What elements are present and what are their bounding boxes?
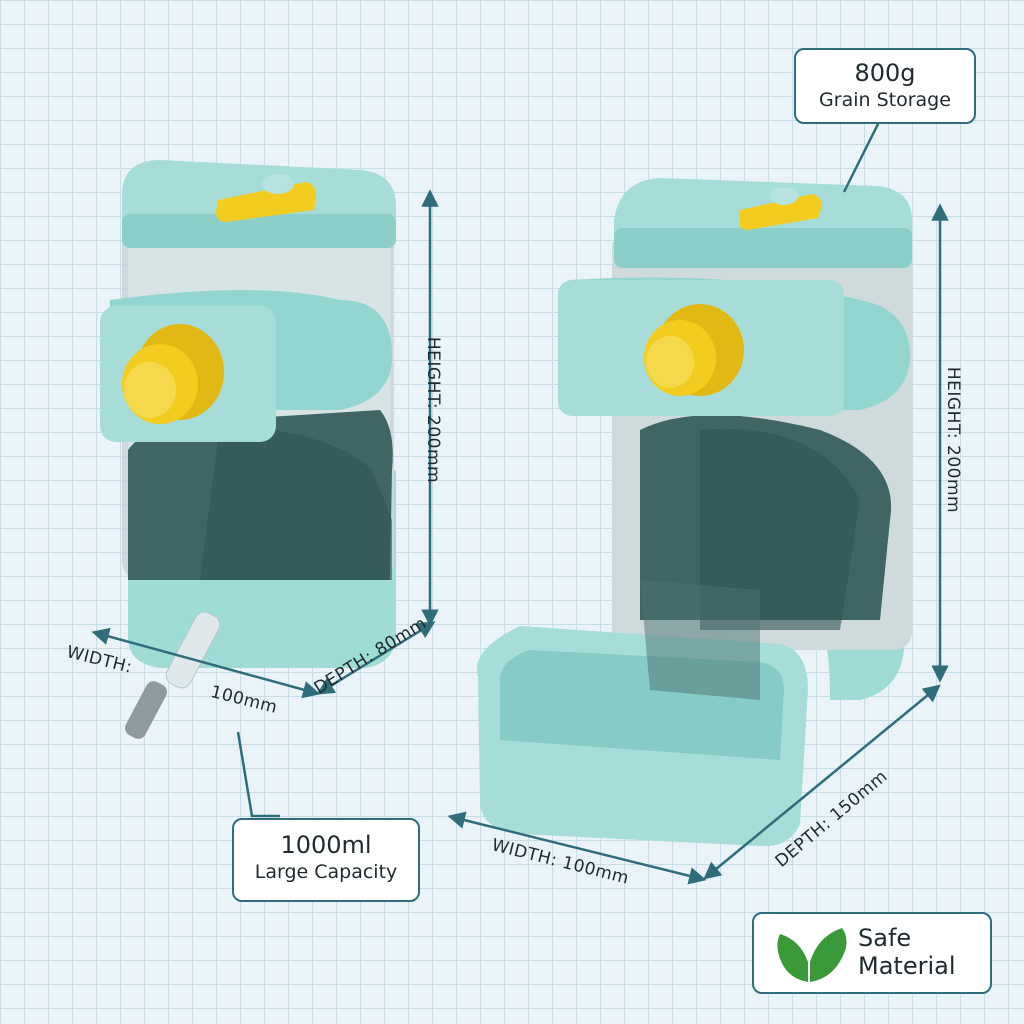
- dimension-lines: [91, 118, 949, 885]
- right-feeder: [476, 178, 912, 847]
- safe-material-badge: Safe Material: [752, 912, 992, 994]
- capacity-text: Large Capacity: [254, 861, 398, 883]
- right-height-label: HEIGHT: 200mm: [943, 366, 964, 514]
- leaf-icon: [777, 928, 847, 982]
- safe-line-2: Material: [858, 952, 956, 980]
- left-height-label: HEIGHT: 200mm: [423, 336, 444, 484]
- grain-storage-text: Grain Storage: [819, 89, 951, 111]
- safe-line-1: Safe: [858, 924, 912, 952]
- grain-storage-value: 800g: [854, 59, 916, 87]
- capacity-value: 1000ml: [280, 831, 372, 859]
- grain-storage-callout: 800g Grain Storage: [794, 48, 976, 124]
- capacity-callout: 1000ml Large Capacity: [232, 818, 420, 902]
